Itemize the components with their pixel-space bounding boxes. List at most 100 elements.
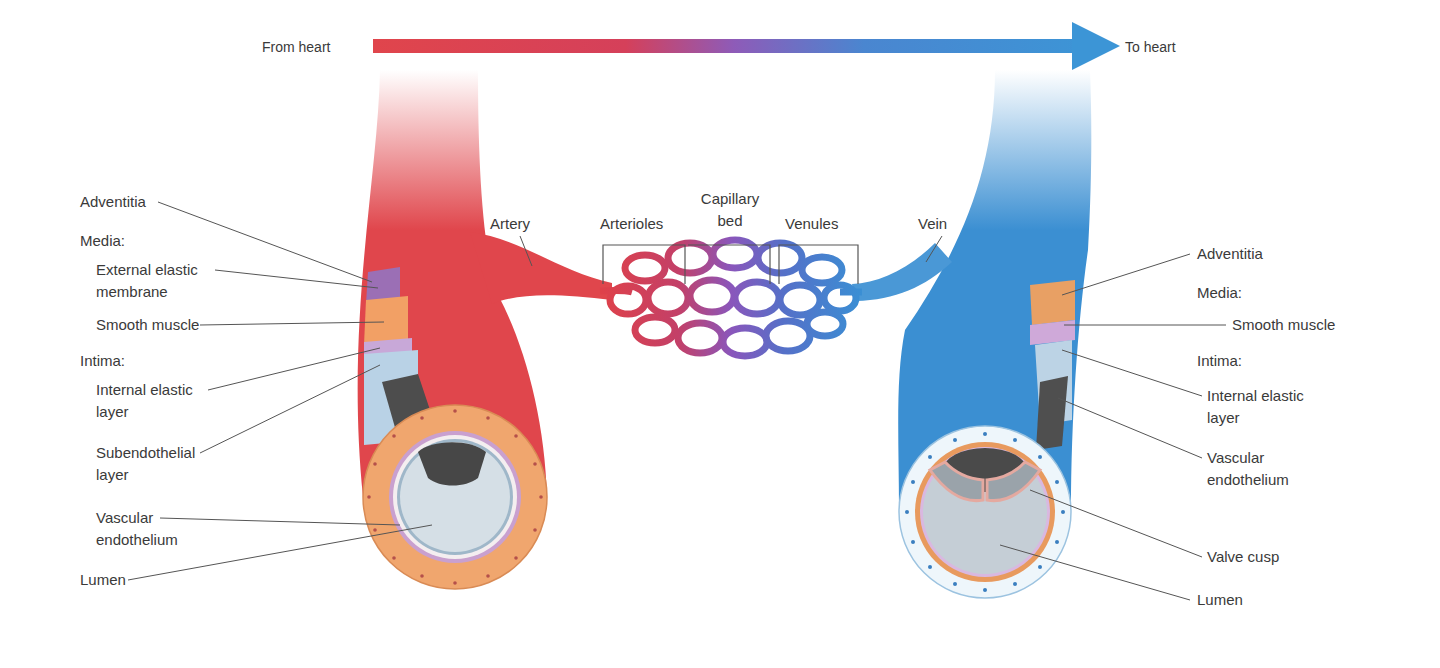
leader-line: [1064, 325, 1226, 326]
layer-group-label: Intima:: [80, 350, 240, 372]
capillary-loop: [713, 240, 757, 268]
dot: [983, 588, 987, 592]
part-label: Lumen: [80, 569, 240, 591]
layer-group-label: Media:: [1197, 282, 1357, 304]
vessel-label: Capillary bed: [692, 188, 768, 232]
dot: [514, 434, 518, 438]
bracket: [779, 245, 858, 284]
vessel-label: Artery: [490, 213, 570, 235]
dot: [539, 495, 543, 499]
leader-line: [200, 365, 380, 453]
capillary-loop: [635, 317, 675, 343]
vessel-label: Vein: [918, 213, 978, 235]
layer-group-label: Intima:: [1197, 350, 1357, 372]
capillary-loop: [758, 243, 802, 273]
endothelium-ring: [397, 439, 513, 555]
internal-elastic-ring: [920, 447, 1050, 577]
capillary-loop: [824, 285, 856, 311]
layer-label: Smooth muscle: [96, 314, 256, 336]
vessel-interior: [1036, 376, 1068, 450]
smooth-muscle-ring: [915, 442, 1055, 582]
vein-branch: [852, 243, 952, 301]
vessel-interior: [418, 442, 486, 485]
dot: [453, 409, 457, 413]
dot: [983, 432, 987, 436]
leader-line: [1000, 545, 1190, 600]
dot: [514, 556, 518, 560]
dot: [928, 565, 932, 569]
leader-lines: [128, 202, 1226, 600]
artery-branch: [470, 232, 612, 304]
layer-label: Smooth muscle: [1232, 314, 1392, 336]
dot: [486, 574, 490, 578]
layer-label: Subendothelial layer: [96, 442, 221, 486]
layer-label: Vascular endothelium: [96, 507, 221, 551]
dot: [373, 462, 377, 466]
leader-line: [926, 236, 942, 262]
lumen: [400, 442, 510, 552]
dot: [1055, 480, 1059, 484]
leader-line: [208, 348, 380, 390]
dot: [905, 510, 909, 514]
layer-label: Vascular endothelium: [1207, 447, 1332, 491]
dot: [453, 581, 457, 585]
dot: [533, 528, 537, 532]
flow-arrow-bar: [373, 39, 1078, 53]
dot: [1055, 540, 1059, 544]
flow-arrowhead: [1072, 22, 1120, 70]
dot: [486, 416, 490, 420]
layer-label: Adventitia: [80, 191, 240, 213]
flow-label: To heart: [1125, 36, 1235, 58]
flow-label: From heart: [262, 36, 372, 58]
dot: [911, 540, 915, 544]
subendothelial-ring: [393, 435, 517, 559]
layer-label: External elastic membrane: [96, 259, 221, 303]
dot: [420, 574, 424, 578]
capillary-loop: [802, 257, 842, 283]
leader-line: [520, 236, 532, 266]
dot: [911, 480, 915, 484]
layer-label: Adventitia: [1197, 243, 1357, 265]
dot: [1013, 582, 1017, 586]
dot: [953, 582, 957, 586]
leader-line: [1062, 254, 1190, 295]
leader-line: [1030, 490, 1202, 557]
leader-line: [215, 270, 378, 288]
dot: [928, 455, 932, 459]
capillary-loop: [678, 323, 722, 353]
capillary-loop: [690, 280, 734, 312]
capillary-loop: [723, 328, 767, 356]
layer-label: Internal elastic layer: [96, 379, 221, 423]
dot: [373, 528, 377, 532]
dot: [1038, 455, 1042, 459]
bracket: [603, 245, 685, 284]
layer-group-label: Media:: [80, 230, 240, 252]
vessel-label: Venules: [785, 213, 875, 235]
dot: [1013, 438, 1017, 442]
capillary-loop: [807, 312, 843, 336]
part-label: Lumen: [1197, 589, 1357, 611]
leader-line: [200, 322, 384, 325]
dot: [392, 556, 396, 560]
artery-cross-section: [363, 405, 547, 589]
dot: [1061, 510, 1065, 514]
dot: [953, 438, 957, 442]
vessel-label: Arterioles: [600, 213, 690, 235]
dot: [392, 434, 396, 438]
leader-line: [1058, 398, 1202, 458]
vein-cross-section: [899, 426, 1071, 598]
internal-elastic-ring: [389, 431, 521, 563]
valve-cusp: [930, 462, 983, 501]
adventitia-dots: [367, 409, 543, 585]
capillary-mesh: [600, 240, 862, 356]
adventitia-dots: [905, 432, 1065, 592]
capillary-loop: [625, 255, 665, 281]
smooth-muscle-band: [1030, 280, 1075, 325]
capillary-loop: [780, 285, 820, 315]
dot: [367, 495, 371, 499]
dot: [420, 416, 424, 420]
part-label: Valve cusp: [1207, 546, 1367, 568]
layer-label: Internal elastic layer: [1207, 385, 1332, 429]
region-brackets: [603, 245, 858, 284]
